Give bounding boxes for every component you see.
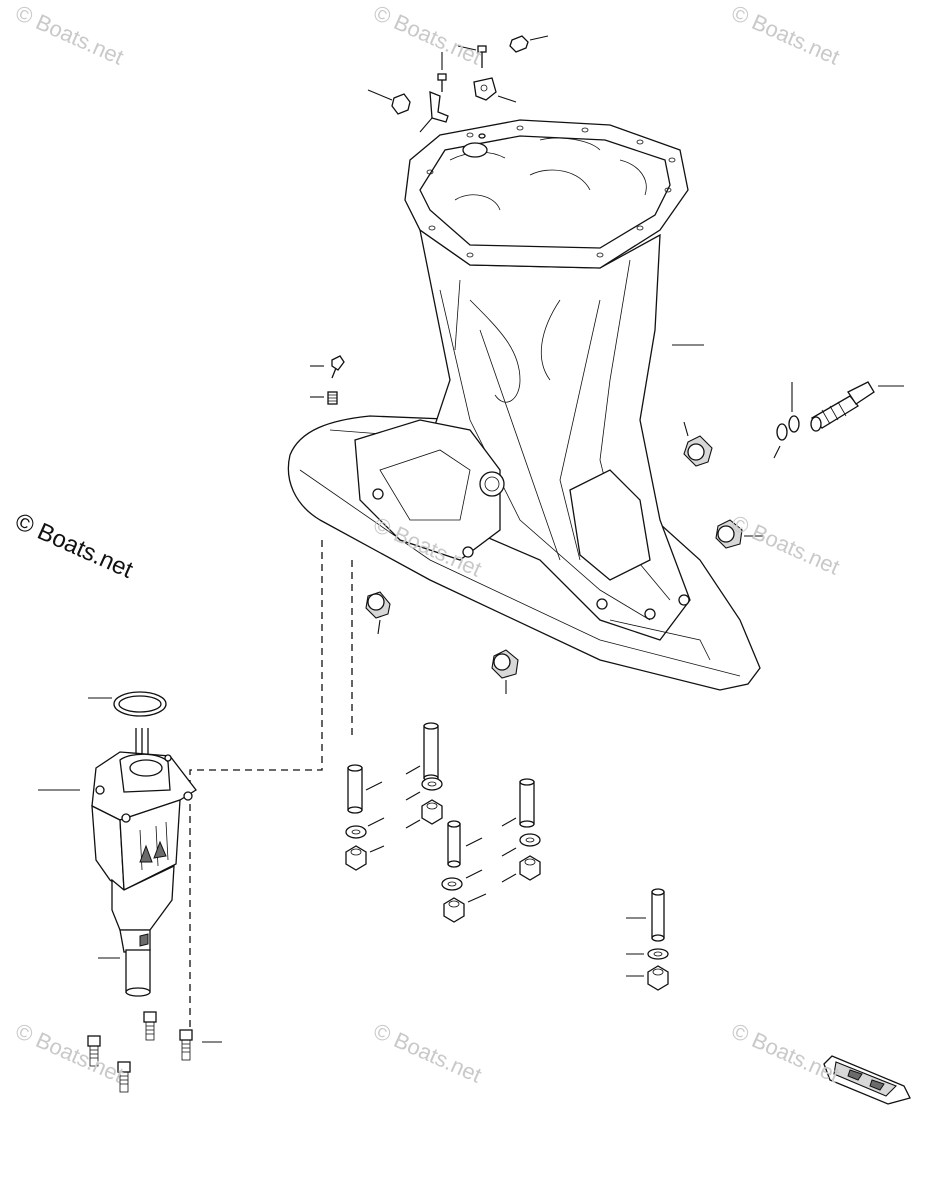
water-fitting (773, 381, 904, 459)
midsection-housing (287, 119, 761, 691)
screws (87, 1011, 222, 1093)
assembly-dashed-lines (189, 540, 353, 1030)
studs-group-right (626, 888, 669, 991)
rubber-mounts (365, 421, 764, 694)
top-fasteners (367, 35, 549, 139)
grease-fitting (310, 355, 345, 405)
shift-actuator (38, 728, 197, 997)
studs-group-left (345, 722, 541, 923)
anode (823, 1055, 911, 1105)
o-ring (88, 691, 167, 717)
